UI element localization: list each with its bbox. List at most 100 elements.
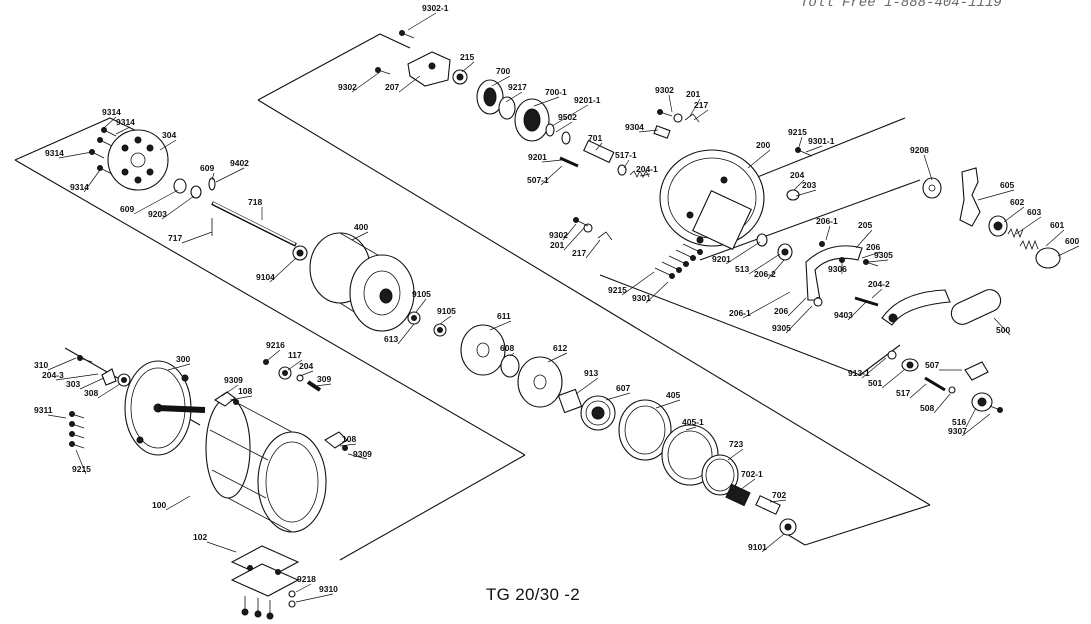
callout-leader — [47, 414, 67, 419]
part-callout-label: 9215 — [72, 464, 91, 474]
part-callout-label: 217 — [694, 100, 708, 110]
part-callout-label: 9314 — [45, 148, 64, 158]
callout-leader — [797, 136, 803, 151]
callout-leader — [871, 288, 883, 299]
callout-leader — [347, 453, 368, 460]
part-callout-label: 400 — [354, 222, 368, 232]
callout-leader — [541, 159, 563, 163]
part-callout-label: 9105 — [437, 306, 456, 316]
part-callout-label: 702-1 — [741, 469, 763, 479]
callout-leader — [623, 159, 630, 169]
callout-leader — [747, 149, 771, 169]
callout-leader — [295, 583, 312, 593]
part-callout-label: 9311 — [34, 405, 53, 415]
callout-leader — [638, 129, 659, 133]
callout-leader — [785, 305, 813, 334]
part-callout-label: 304 — [162, 130, 176, 140]
callout-leader — [540, 165, 563, 186]
callout-leader — [287, 359, 303, 371]
part-callout-label: 609 — [200, 163, 214, 173]
callout-leader — [742, 291, 791, 319]
part-callout-label: 206-2 — [754, 269, 776, 279]
callout-leader — [748, 253, 781, 275]
callout-leader — [767, 259, 785, 280]
part-callout-label: 405-1 — [682, 417, 704, 427]
part-callout-label: 9104 — [256, 272, 275, 282]
callout-leader — [533, 96, 560, 107]
star-drag-304 — [107, 129, 169, 191]
part-callout-label: 508 — [920, 403, 934, 413]
part-callout-label: 718 — [248, 197, 262, 207]
part-callout-label: 723 — [729, 439, 743, 449]
callout-leader — [351, 231, 369, 241]
callout-leader — [575, 377, 599, 395]
callout-leader — [115, 126, 131, 135]
callout-leader — [55, 373, 99, 381]
spool-400 — [309, 232, 415, 332]
callout-leader — [551, 104, 589, 127]
part-callout-label: 513 — [735, 264, 749, 274]
callout-leader — [439, 315, 452, 325]
part-callout-label: 600 — [1065, 236, 1079, 246]
callout-leader — [961, 413, 991, 437]
callout-leader — [685, 426, 697, 431]
callout-leader — [398, 75, 421, 93]
callout-leader — [58, 151, 93, 159]
callout-leader — [605, 392, 631, 401]
callout-leader — [655, 399, 681, 409]
callout-leader — [79, 377, 105, 390]
part-callout-label: 9302-1 — [422, 3, 449, 13]
part-callout-label: 100 — [152, 500, 166, 510]
callout-leader — [993, 317, 1011, 336]
callout-leader — [825, 225, 831, 241]
part-callout-label: 300 — [176, 354, 190, 364]
part-callout-label: 201 — [550, 240, 564, 250]
callout-leader — [489, 320, 512, 331]
callout-leader — [547, 352, 568, 363]
callout-leader — [727, 448, 744, 461]
part-callout-label: 215 — [460, 52, 474, 62]
part-callout-label: 108 — [342, 434, 356, 444]
callout-leader — [83, 169, 101, 193]
callout-leader — [847, 301, 867, 321]
handle-500 — [881, 289, 1002, 326]
part-callout-label: 607 — [616, 383, 630, 393]
part-callout-label: 9402 — [230, 158, 249, 168]
callout-leader — [295, 593, 334, 603]
callout-leader — [315, 383, 332, 387]
callout-leader — [206, 541, 237, 553]
callout-leader — [97, 383, 121, 399]
callout-leader — [645, 281, 669, 304]
part-callout-label: 717 — [168, 233, 182, 243]
callout-leader — [977, 189, 1015, 201]
callout-leader — [509, 352, 515, 357]
part-callout-label: 206 — [866, 242, 880, 252]
part-callout-label: 517-1 — [615, 150, 637, 160]
callout-leader — [159, 139, 177, 151]
callout-leader — [75, 449, 87, 475]
callout-leader — [861, 357, 887, 379]
part-callout-label: 9309 — [353, 449, 372, 459]
callout-leader — [133, 189, 179, 215]
part-callout-label: 701 — [588, 133, 602, 143]
part-callout-label: 9208 — [910, 145, 929, 155]
part-callout-label: 507-1 — [527, 175, 549, 185]
callout-leader — [881, 369, 905, 389]
callout-leader — [1045, 229, 1065, 247]
part-callout-label: 611 — [497, 311, 511, 321]
part-callout-label: 204-3 — [42, 370, 64, 380]
part-callout-label: 612 — [553, 343, 567, 353]
part-callout-label: 206-1 — [816, 216, 838, 226]
reel-frame-100 — [205, 397, 327, 533]
callout-leader — [855, 229, 873, 249]
callout-leader — [595, 142, 603, 151]
part-callout-label: 9215 — [788, 127, 807, 137]
part-callout-label: 9302 — [655, 85, 674, 95]
rod-clamp-102 — [230, 545, 300, 620]
callout-leader — [397, 323, 415, 345]
part-callout-label: 9105 — [412, 289, 431, 299]
callout-leader — [933, 393, 951, 414]
callout-leader — [923, 154, 933, 181]
frame-lines — [14, 33, 931, 561]
